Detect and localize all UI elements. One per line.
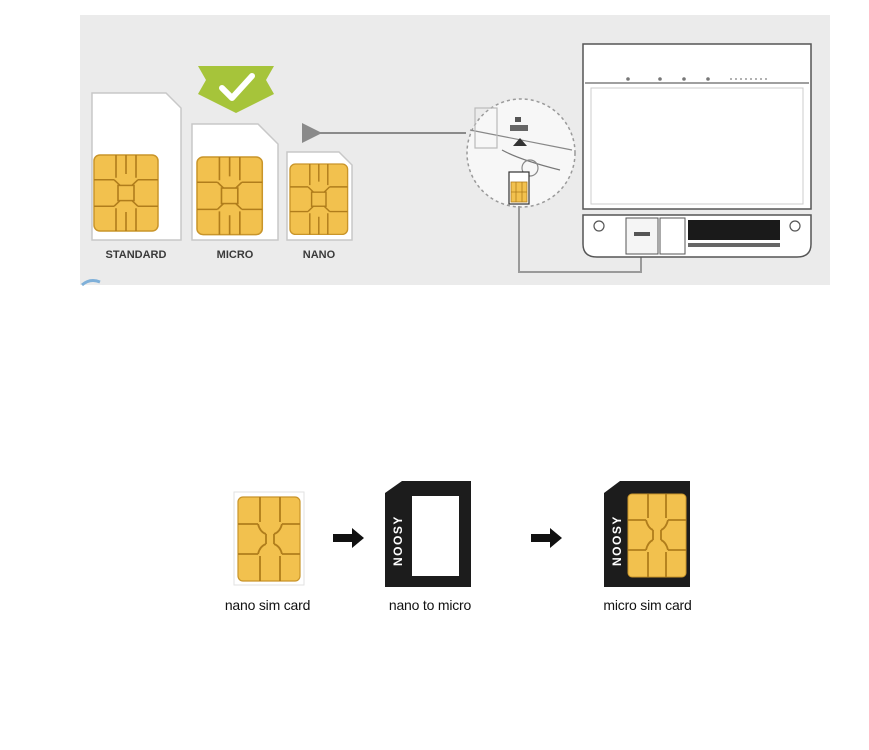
bottom-nano-sim-card (233, 491, 305, 586)
nano-label: NANO (302, 249, 336, 261)
check-badge-icon (198, 66, 274, 113)
nano-sim-card (286, 151, 353, 241)
nano-to-micro-adapter: NOOSY (385, 481, 471, 587)
micro-sim-card (191, 123, 279, 241)
sim-slot-zoom-icon (466, 98, 576, 208)
adapter-brand-text: NOOSY (610, 515, 624, 566)
standard-sim-card (91, 92, 182, 241)
micro-label: MICRO (216, 249, 254, 261)
micro-sim-card-label: micro sim card (603, 597, 692, 613)
corner-badge-fragment (81, 279, 101, 287)
router-device (582, 43, 812, 258)
nano-sim-card-label: nano sim card (224, 597, 311, 613)
arrow-right-icon (531, 528, 562, 548)
adapter-brand-text: NOOSY (391, 515, 405, 566)
arrow-right-icon (333, 528, 364, 548)
connector-line (518, 206, 642, 273)
assembled-micro-sim-card: NOOSY (604, 481, 690, 587)
standard-label: STANDARD (105, 249, 167, 261)
nano-to-micro-label: nano to micro (388, 597, 472, 613)
